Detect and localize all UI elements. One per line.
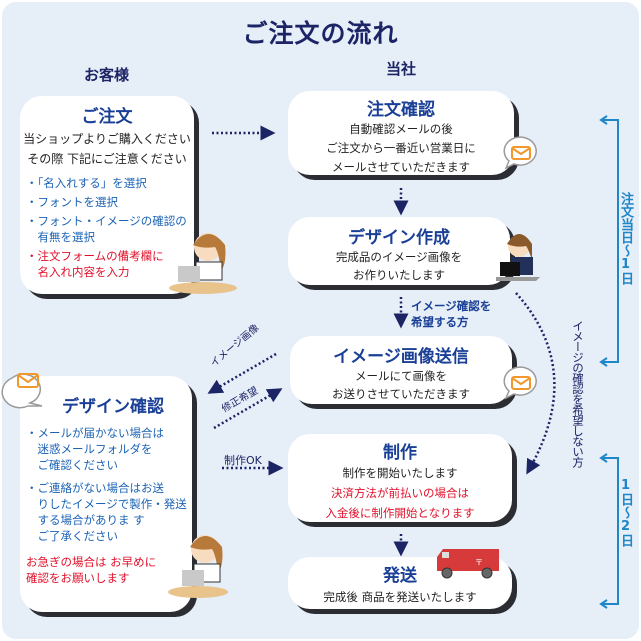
confirm-note: 確認をお願いします	[26, 571, 130, 585]
mail-bubble-icon	[503, 136, 537, 170]
customer-design-confirm-card: デザイン確認 ・メールが届かない場合は 迷惑メールフォルダを ご確認ください ・…	[20, 376, 192, 612]
mail-bubble-icon	[503, 366, 537, 400]
label-line: イメージ確認を	[411, 299, 492, 313]
card-title: 発送	[383, 566, 417, 586]
confirm-item: ご了承ください	[26, 529, 118, 543]
confirm-item: ご確認ください	[26, 458, 118, 472]
card-line: 制作を開始いたします	[342, 466, 458, 480]
order-item: ・注文フォームの備考欄に	[26, 249, 164, 263]
arrow-revision-to-design	[213, 388, 283, 430]
arrow-skip-image-check	[515, 292, 556, 475]
card-line: お送りさせていただきます	[332, 387, 470, 401]
company-step-production: 制作 制作を開始いたします 決済方法が前払いの場合は 入金後に制作開始となります	[288, 434, 512, 522]
card-line: その際 下記にご注意ください	[27, 152, 187, 166]
card-line: メールにて画像を	[355, 369, 447, 383]
company-step-design-create: デザイン作成 完成品のイメージ画像を お作りいたします	[288, 217, 510, 285]
card-line: 完成品のイメージ画像を	[335, 250, 463, 264]
customer-order-card: ご注文 当ショップよりご購入ください その際 下記にご注意ください ・「名入れす…	[20, 96, 194, 294]
order-item: 有無を選択	[26, 230, 95, 244]
confirm-item: する場合がありま す	[26, 513, 145, 527]
woman-laptop-icon	[168, 535, 228, 598]
card-title: デザイン確認	[62, 397, 164, 417]
card-title: ご注文	[81, 107, 133, 127]
woman-laptop-icon	[169, 233, 237, 294]
card-title: 注文確認	[367, 100, 435, 120]
card-line-warning: 入金後に制作開始となります	[325, 506, 475, 520]
label-no-image-check: イメージの確認を希望しない方	[571, 320, 585, 467]
column-header-company: 当社	[386, 60, 417, 78]
confirm-item: ・メールが届かない場合は	[26, 426, 164, 440]
company-step-image-send: イメージ画像送信 メールにて画像を お送りさせていただきます	[290, 336, 512, 404]
card-line: お作りいたします	[353, 268, 445, 282]
card-title: イメージ画像送信	[333, 347, 469, 367]
mail-bubble-icon	[1, 373, 43, 409]
order-item: 名入れ内容を入力	[26, 265, 130, 279]
company-step-order-confirm: 注文確認 自動確認メールの後 ご注文から一番近い営業日に メールさせていただきま…	[288, 91, 514, 175]
page-title: ご注文の流れ	[242, 19, 399, 48]
arrow-image-to-customer	[207, 352, 277, 394]
column-header-customer: お客様	[84, 66, 130, 84]
order-item: ・フォントを選択	[26, 195, 118, 209]
confirm-item: ・ご連絡がない場合はお送	[26, 481, 164, 495]
confirm-note: お急ぎの場合は お早めに	[26, 555, 157, 569]
card-line: 自動確認メールの後	[349, 122, 453, 136]
card-title: デザイン作成	[348, 228, 450, 248]
card-line-warning: 決済方法が前払いの場合は	[331, 486, 469, 500]
card-line: ご注文から一番近い営業日に	[326, 141, 476, 155]
card-line: 当ショップよりご購入ください	[23, 132, 191, 146]
confirm-item: 迷惑メールフォルダを	[26, 442, 153, 456]
company-step-shipping: 発送 完成後 商品を発送いたします	[288, 557, 512, 609]
woman-office-icon	[496, 234, 540, 281]
card-title: 制作	[383, 443, 417, 463]
order-item: ・フォント・イメージの確認の	[26, 214, 187, 228]
timeline-bracket-1-2-days	[603, 457, 619, 605]
label-production-ok: 制作OK	[224, 454, 262, 467]
card-line: メールさせていただきます	[332, 160, 470, 174]
confirm-item: りしたイメージで製作・発送	[26, 497, 187, 511]
label-wants-image-check: イメージ確認を 希望する方	[411, 298, 491, 330]
timeline-bracket-same-day	[603, 119, 619, 363]
order-item: ・「名入れする」を選択	[26, 176, 147, 190]
timeline-label-1-2-days: 1日〜2日	[618, 478, 633, 547]
svg-text:〒: 〒	[475, 558, 483, 567]
label-line: 希望する方	[411, 315, 469, 329]
delivery-truck-icon: 〒	[437, 549, 499, 579]
timeline-label-same-day: 注文当日〜1日	[618, 192, 633, 285]
card-line: 完成後 商品を発送いたします	[323, 590, 477, 604]
